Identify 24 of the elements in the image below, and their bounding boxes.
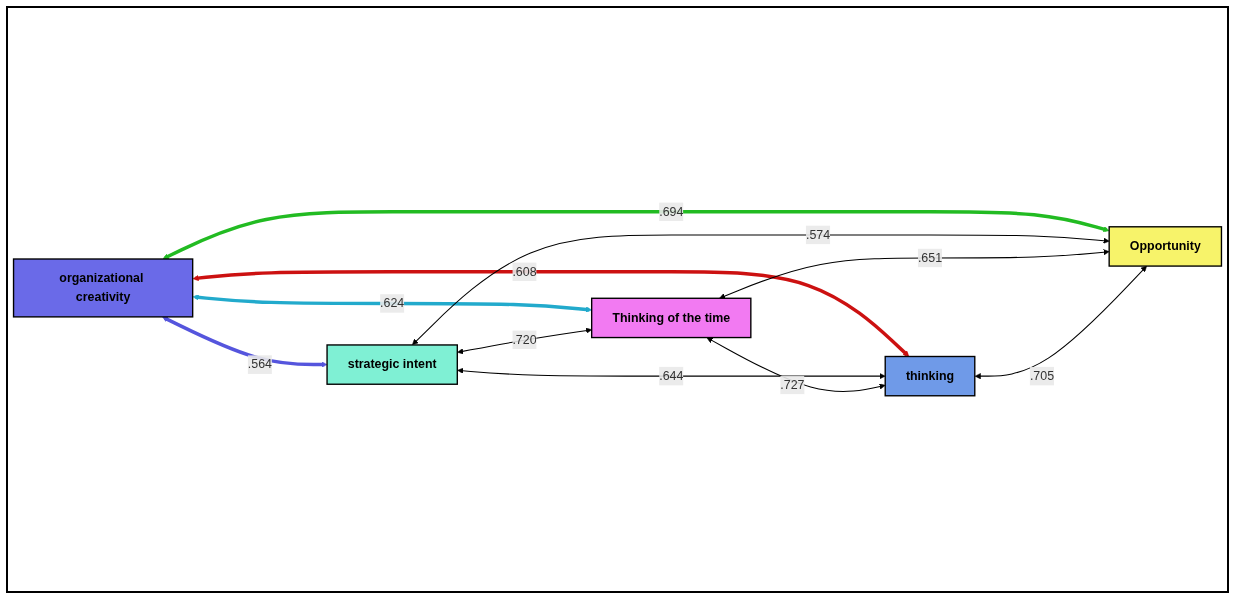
arrow xyxy=(974,266,1147,380)
arrow xyxy=(192,270,910,358)
arrow xyxy=(457,327,592,355)
edge-label: .727 xyxy=(780,378,805,392)
node-box: thinking xyxy=(884,356,976,397)
arrow xyxy=(719,249,1110,300)
arrow xyxy=(162,210,1110,260)
arrow xyxy=(457,368,886,380)
node-box: Opportunity xyxy=(1108,226,1223,268)
node-box: organizational creativity xyxy=(12,258,194,318)
edge-label: .624 xyxy=(380,296,405,311)
arrow xyxy=(162,316,328,368)
edge-label: .574 xyxy=(805,228,831,242)
node-box: Thinking of the time xyxy=(591,297,752,339)
node-box: strategic intent xyxy=(326,344,458,386)
edge-label: .564 xyxy=(247,357,272,372)
edge-label: .651 xyxy=(917,251,943,265)
edge-label: .608 xyxy=(512,264,537,279)
arrow xyxy=(192,294,592,313)
edge-label: .644 xyxy=(659,369,684,384)
arrow xyxy=(412,234,1110,346)
edge-label: .705 xyxy=(1029,369,1055,384)
edge-label: .720 xyxy=(512,332,537,347)
edge-label: .694 xyxy=(659,204,684,219)
